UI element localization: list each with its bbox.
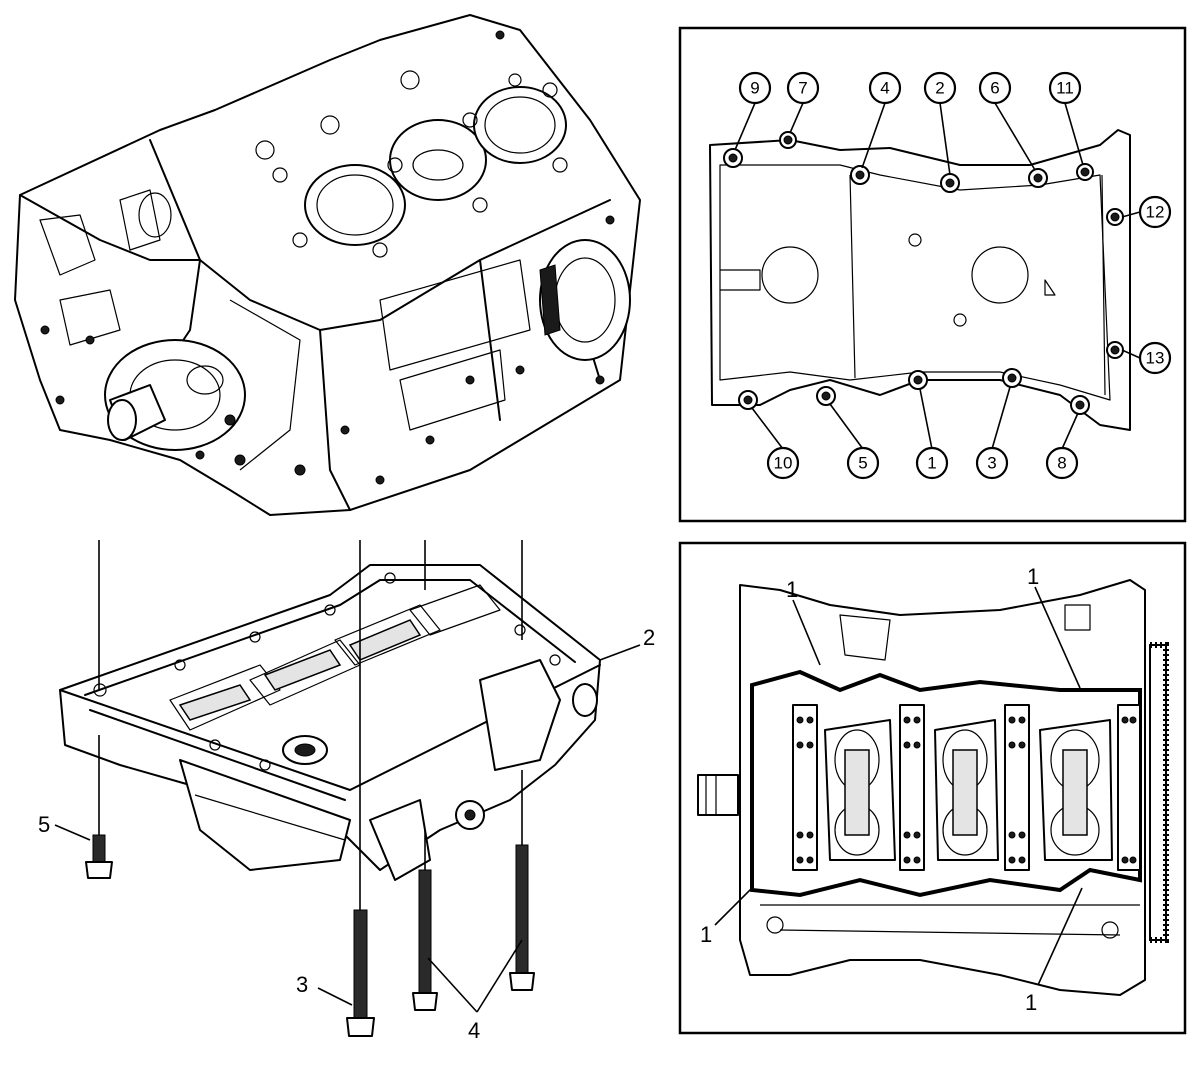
sealant-bead-panel: 1 1 1 1 — [678, 541, 1187, 1035]
svg-text:5: 5 — [858, 454, 867, 473]
torque-number-13: 13 — [1138, 341, 1172, 375]
svg-text:11: 11 — [1056, 79, 1074, 98]
callout-sealant-bottom-right: 1 — [1025, 990, 1037, 1015]
exploded-callouts: 2 5 3 4 — [38, 625, 655, 1043]
callout-sealant-bottom-left: 1 — [700, 922, 712, 947]
short-bolt — [85, 834, 113, 879]
bolt-alignment-lines — [98, 540, 523, 910]
svg-text:7: 7 — [798, 79, 807, 98]
torque-sequence-panel: 9 7 4 2 6 11 12 13 10 5 1 3 8 — [678, 26, 1187, 523]
svg-text:6: 6 — [990, 79, 999, 98]
torque-number-10: 10 — [766, 446, 800, 480]
main-caps — [792, 704, 1141, 871]
torque-number-1: 1 — [915, 446, 949, 480]
torque-number-3: 3 — [975, 446, 1009, 480]
svg-text:9: 9 — [750, 79, 759, 98]
svg-text:10: 10 — [774, 454, 793, 473]
oil-pan-illustration — [59, 564, 601, 881]
callout-sealant-top-right: 1 — [1027, 564, 1039, 589]
callout-short-bolt: 5 — [38, 812, 50, 837]
torque-number-9: 9 — [738, 71, 772, 105]
callout-sealant-top-left: 1 — [786, 577, 798, 602]
svg-text:12: 12 — [1146, 203, 1165, 222]
long-bolt-4a — [412, 869, 438, 1011]
torque-number-4: 4 — [868, 71, 902, 105]
callout-long-bolt: 3 — [296, 972, 308, 997]
svg-text:1: 1 — [927, 454, 936, 473]
svg-text:2: 2 — [935, 79, 944, 98]
callout-long-bolts-pair: 4 — [468, 1018, 480, 1043]
svg-text:13: 13 — [1146, 349, 1165, 368]
callout-oil-pan: 2 — [643, 625, 655, 650]
torque-number-7: 7 — [786, 71, 820, 105]
engine-block-illustration — [14, 14, 641, 516]
torque-number-6: 6 — [978, 71, 1012, 105]
long-bolt-4b — [509, 844, 535, 991]
long-bolt-3 — [346, 909, 375, 1037]
torque-number-11: 11 — [1048, 71, 1082, 105]
torque-number-12: 12 — [1138, 195, 1172, 229]
pan-bolt-holes — [723, 131, 1124, 415]
torque-number-5: 5 — [846, 446, 880, 480]
torque-number-2: 2 — [923, 71, 957, 105]
svg-text:8: 8 — [1057, 454, 1066, 473]
svg-text:4: 4 — [880, 79, 889, 98]
svg-text:3: 3 — [987, 454, 996, 473]
torque-number-8: 8 — [1045, 446, 1079, 480]
